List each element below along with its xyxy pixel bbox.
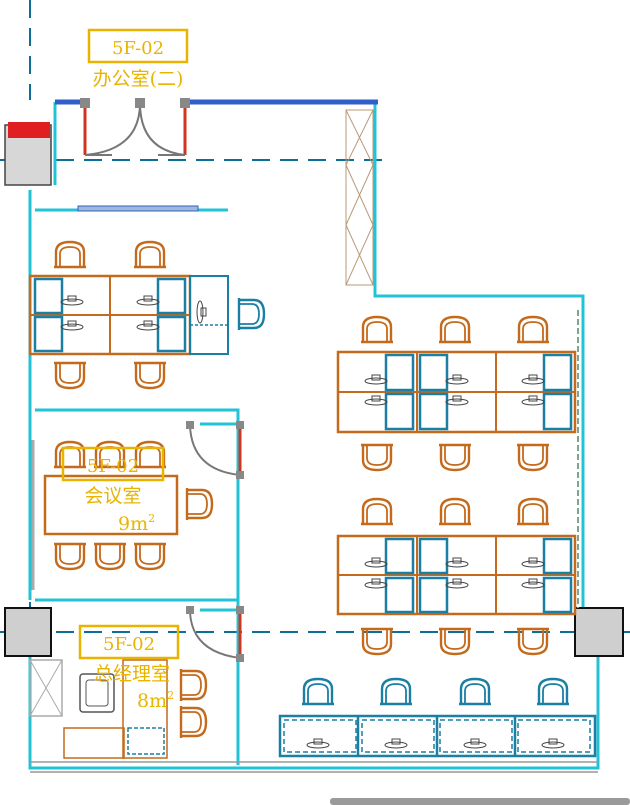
room-label-meeting: 5F-02 会议室 9m2: [61, 446, 165, 535]
workstation-cluster-west: [28, 240, 266, 390]
room-name: 办公室(二): [93, 68, 184, 90]
door-swing-icon: [80, 98, 190, 156]
room-area: 8m2: [137, 689, 174, 712]
room-name: 会议室: [84, 485, 141, 507]
gm-room: [29, 606, 244, 759]
horizontal-scrollbar[interactable]: [330, 798, 630, 805]
room-code: 5F-02: [103, 634, 155, 655]
room-area: 9m2: [118, 512, 155, 535]
room-code: 5F-02: [87, 456, 139, 477]
room-name: 总经理室: [94, 663, 170, 685]
workstation-row-south: [278, 677, 597, 758]
column-icon: [4, 122, 624, 657]
room-label-gm: 5F-02 总经理室 8m2: [78, 624, 180, 712]
workstation-cluster-east: [336, 310, 579, 656]
storage-cabinet: [345, 109, 374, 286]
room-label-office2: 5F-02 办公室(二): [87, 28, 189, 90]
room-code: 5F-02: [112, 38, 164, 59]
meeting-room: [31, 421, 244, 590]
